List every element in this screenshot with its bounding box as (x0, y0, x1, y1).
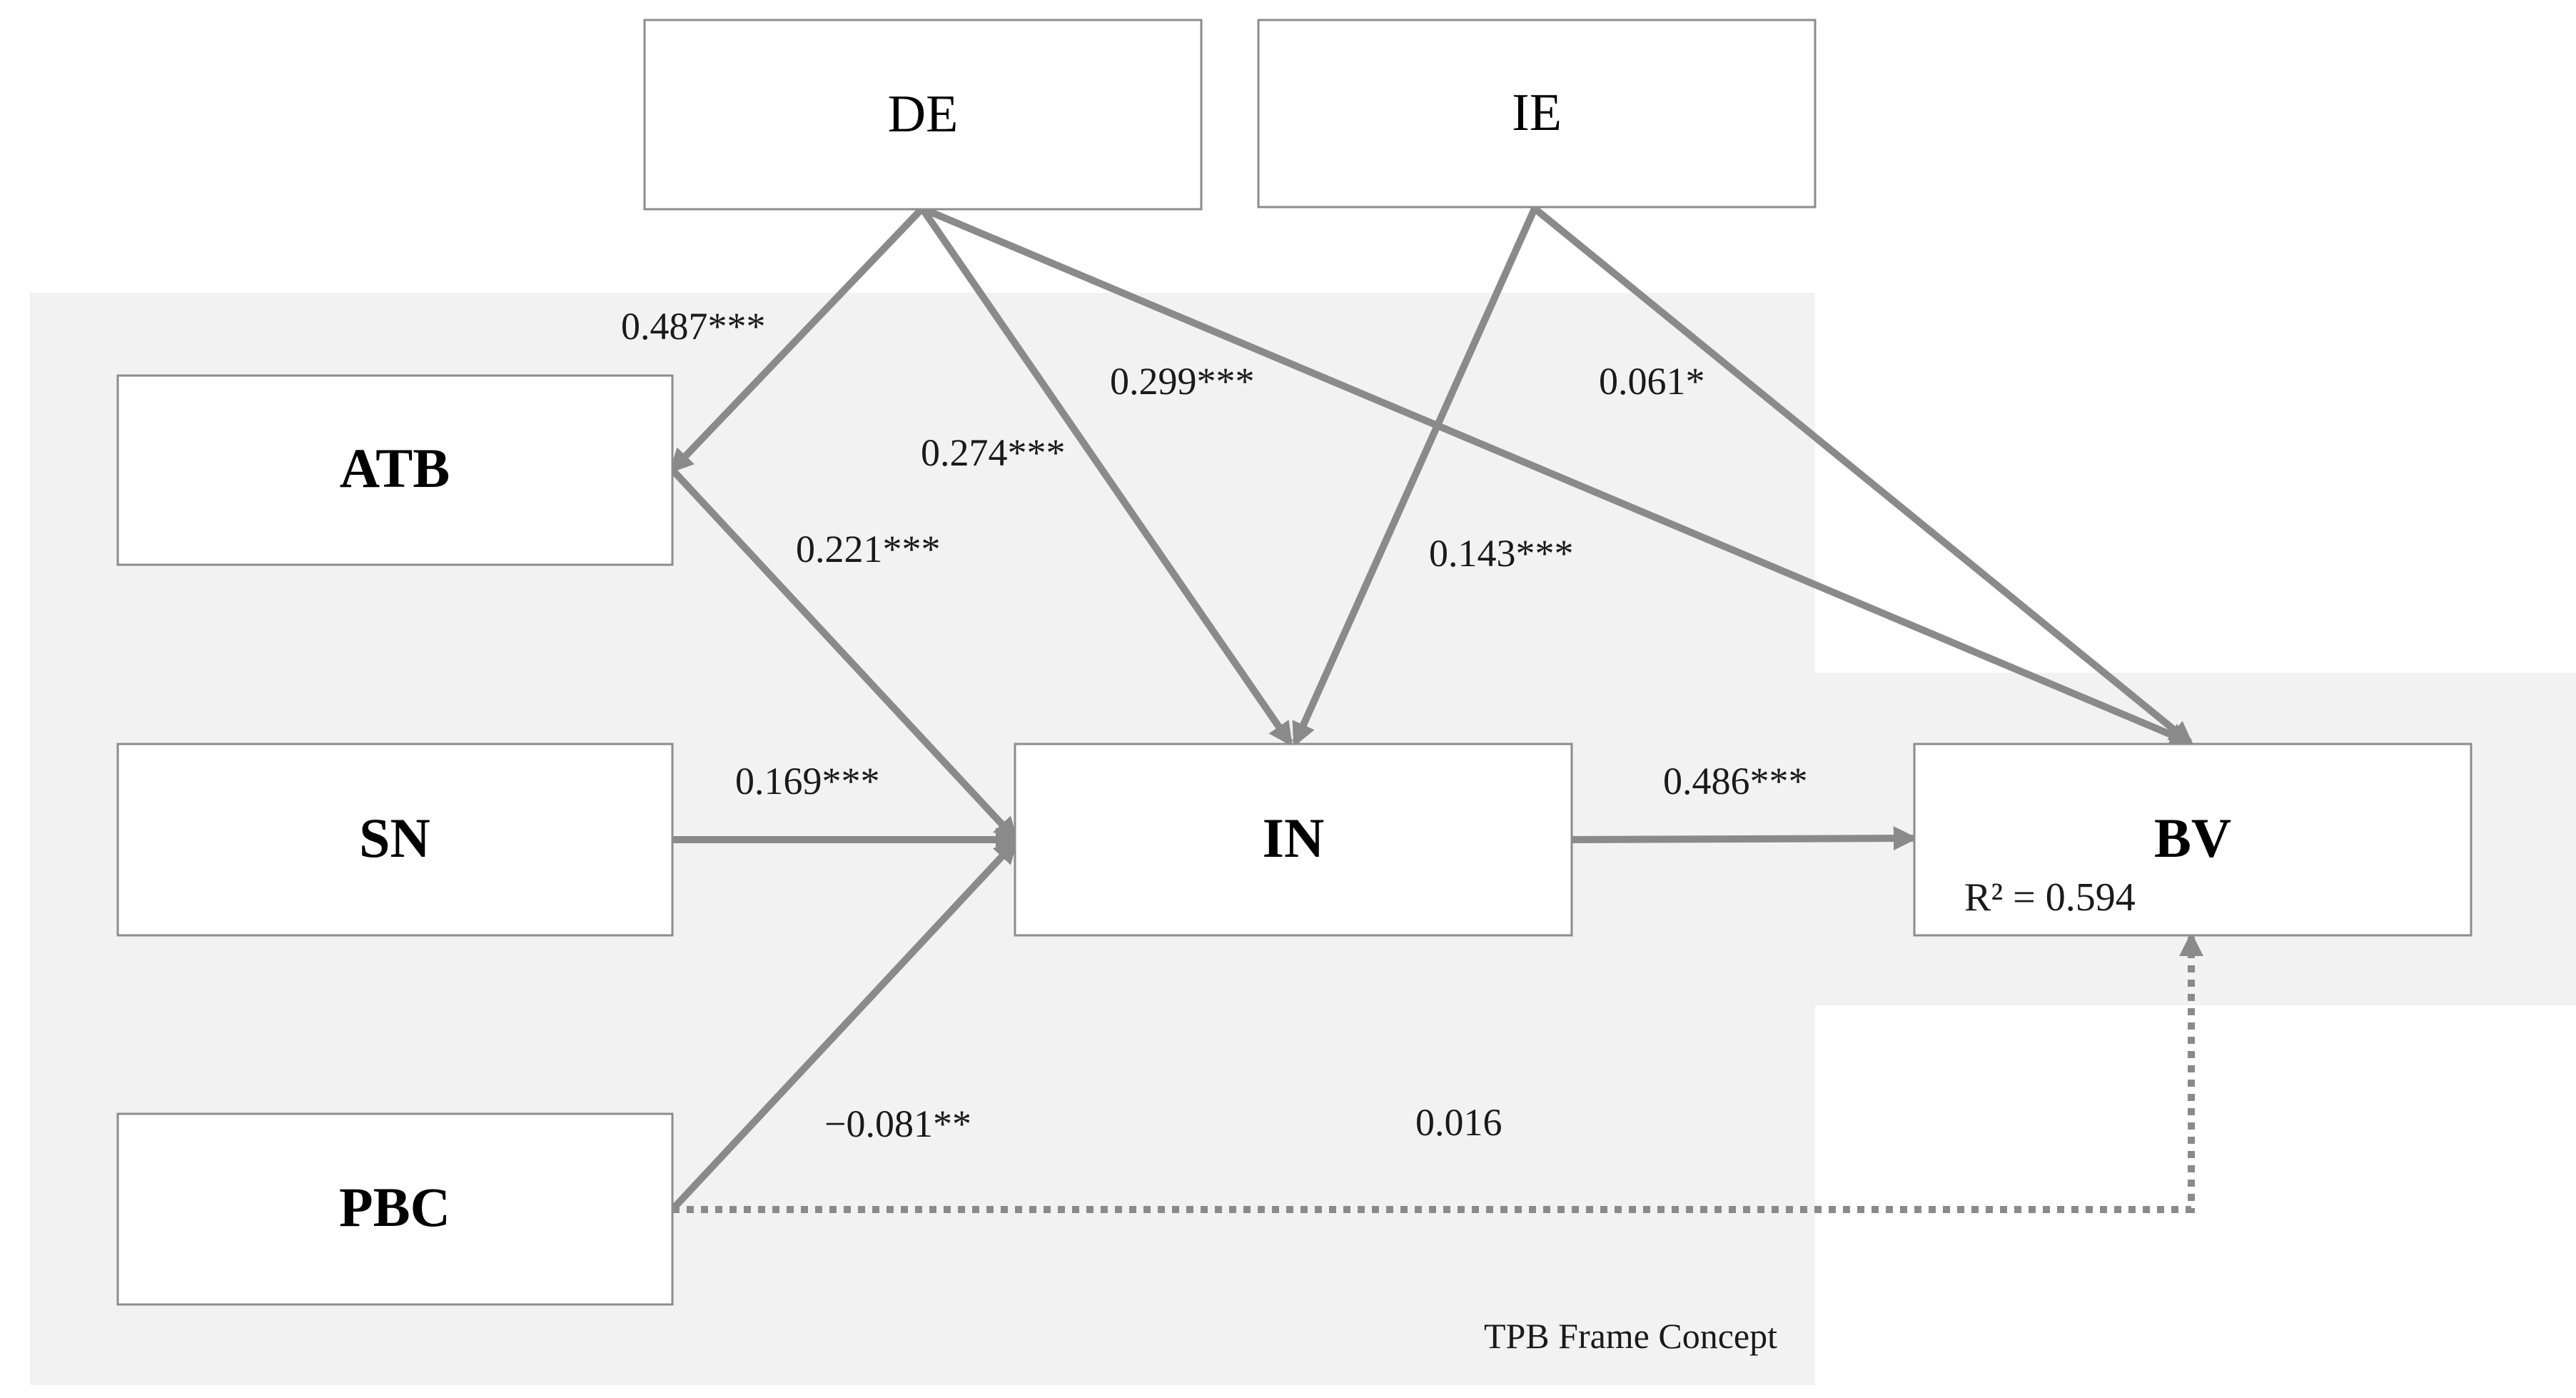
arrow-de-in (919, 206, 1293, 747)
arrow-in-bv (1571, 826, 1918, 851)
node-atb: ATB (116, 374, 674, 566)
coef-ie-in: 0.143*** (1429, 532, 1574, 575)
node-in: IN (1014, 743, 1573, 937)
arrow-de-bv (921, 205, 2195, 747)
arrow-pbc-bv (672, 932, 2204, 1213)
node-bv: BV R² = 0.594 (1913, 743, 2473, 937)
tpb-frame-label: TPB Frame Concept (1484, 1316, 1777, 1356)
arrow-atb-in (670, 467, 1019, 842)
coef-pbc-bv: 0.016 (1415, 1101, 1502, 1144)
coef-in-bv: 0.486*** (1663, 760, 1808, 803)
node-pbc: PBC (116, 1112, 674, 1306)
coef-de-bv: 0.299*** (1110, 360, 1255, 403)
coef-atb-in: 0.221*** (796, 528, 941, 570)
node-de-label: DE (888, 85, 959, 144)
coef-sn-in: 0.169*** (735, 760, 880, 803)
node-pbc-label: PBC (339, 1176, 450, 1238)
path-arrows (669, 205, 2204, 1213)
coef-ie-bv: 0.061* (1599, 360, 1705, 403)
coef-de-in: 0.274*** (921, 431, 1066, 474)
coef-de-atb: 0.487*** (621, 305, 766, 348)
coef-pbc-in: −0.081** (824, 1102, 971, 1145)
bv-r-squared: R² = 0.594 (1964, 875, 2136, 920)
node-de: DE (643, 19, 1203, 211)
path-coefficients: 0.487*** 0.274*** 0.299*** 0.143*** 0.06… (621, 305, 1808, 1145)
node-ie-label: IE (1512, 84, 1562, 142)
arrow-ie-bv (1532, 206, 2194, 746)
arrow-pbc-in (670, 839, 1019, 1212)
node-in-label: IN (1263, 807, 1325, 869)
node-sn: SN (116, 743, 674, 937)
arrow-de-atb (669, 206, 925, 473)
node-sn-label: SN (359, 807, 430, 869)
arrow-ie-in (1292, 206, 1538, 748)
node-atb-label: ATB (340, 437, 450, 499)
node-ie: IE (1257, 19, 1817, 208)
node-bv-label: BV (2154, 807, 2231, 869)
